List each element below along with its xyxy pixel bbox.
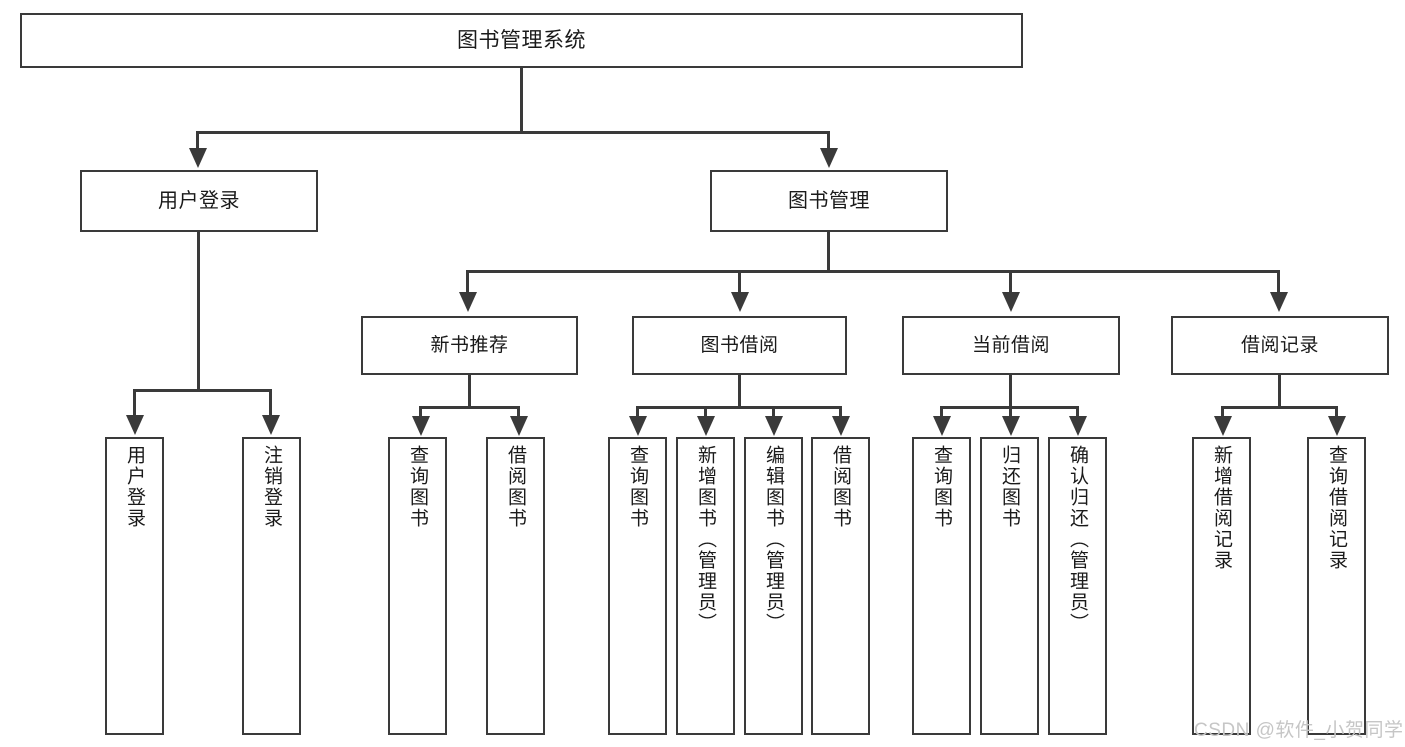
node-label: 注销登录 [261,445,282,529]
connector-root-drop-left [196,131,199,150]
connector-book-borrow-drop-1 [636,406,639,418]
arrow-to-leaf-logout [262,415,280,435]
connector-user-login-stem [197,232,200,392]
connector-level3-bus [466,270,1280,273]
leaf-return-book[interactable]: 归还图书 [980,437,1039,735]
arrow-to-leaf-add-book [697,416,715,436]
connector-root-drop-right [827,131,830,150]
connector-user-login-bus [133,389,269,392]
node-book-management[interactable]: 图书管理 [710,170,948,232]
node-label: 借阅图书 [505,445,526,529]
connector-borrow-record-drop-1 [1221,406,1224,418]
connector-book-borrow-stem [738,375,741,409]
node-label: 图书管理 [788,189,870,212]
arrow-to-leaf-edit-book [765,416,783,436]
leaf-borrow-book[interactable]: 借阅图书 [811,437,870,735]
connector-root-stem [520,68,523,131]
connector-book-borrow-drop-2 [704,406,707,418]
node-label: 用户登录 [124,445,145,529]
arrow-to-book-management [820,148,838,168]
connector-book-borrow-drop-3 [772,406,775,418]
arrow-to-leaf-query-record [1328,416,1346,436]
leaf-add-book-admin[interactable]: 新增图书（管理员） [676,437,735,735]
node-label: 新增借阅记录 [1211,445,1232,571]
node-user-login[interactable]: 用户登录 [80,170,318,232]
arrow-to-leaf-query-book-2 [629,416,647,436]
connector-new-book-drop-2 [517,406,520,418]
connector-new-book-bus [419,406,520,409]
node-label: 查询图书 [931,445,952,529]
leaf-query-book-borrow[interactable]: 查询图书 [608,437,667,735]
arrow-to-user-login [189,148,207,168]
connector-borrow-record-drop-2 [1335,406,1338,418]
connector-book-management-stem [827,232,830,272]
node-label: 当前借阅 [971,334,1050,356]
node-label: 图书借阅 [700,334,779,356]
connector-level3-drop-3 [1009,270,1012,294]
node-root-book-management-system[interactable]: 图书管理系统 [20,13,1023,68]
leaf-add-borrow-record[interactable]: 新增借阅记录 [1192,437,1251,735]
node-label: 用户登录 [158,189,240,212]
node-label: 图书管理系统 [457,28,586,52]
leaf-edit-book-admin[interactable]: 编辑图书（管理员） [744,437,803,735]
leaf-query-book-recommend[interactable]: 查询图书 [388,437,447,735]
leaf-query-borrow-record[interactable]: 查询借阅记录 [1307,437,1366,735]
node-label: 查询图书 [407,445,428,529]
connector-current-borrow-drop-1 [940,406,943,418]
connector-borrow-record-bus [1221,406,1338,409]
arrow-to-new-book-recommend [459,292,477,312]
connector-book-borrow-bus [636,406,841,409]
connector-user-login-drop-1 [133,389,136,417]
watermark: CSDN @软件_小贺同学 [1194,720,1404,741]
connector-book-borrow-drop-4 [839,406,842,418]
arrow-to-leaf-return-book [1002,416,1020,436]
connector-borrow-record-stem [1278,375,1281,409]
node-current-borrow[interactable]: 当前借阅 [902,316,1120,375]
arrow-to-leaf-add-record [1214,416,1232,436]
node-label: 新增图书（管理员） [695,445,716,634]
arrow-to-leaf-query-book-3 [933,416,951,436]
connector-user-login-drop-2 [269,389,272,417]
node-label: 查询图书 [627,445,648,529]
connector-root-bus [196,131,830,134]
connector-level3-drop-4 [1277,270,1280,294]
node-label: 归还图书 [999,445,1020,529]
node-label: 借阅记录 [1240,334,1319,356]
connector-current-borrow-stem [1009,375,1012,409]
connector-current-borrow-drop-3 [1076,406,1079,418]
connector-current-borrow-drop-2 [1009,406,1012,418]
node-label: 编辑图书（管理员） [763,445,784,634]
leaf-confirm-return-admin[interactable]: 确认归还（管理员） [1048,437,1107,735]
arrow-to-borrow-record [1270,292,1288,312]
leaf-logout[interactable]: 注销登录 [242,437,301,735]
node-label: 确认归还（管理员） [1067,445,1088,634]
arrow-to-current-borrow [1002,292,1020,312]
node-label: 借阅图书 [830,445,851,529]
connector-level3-drop-2 [738,270,741,294]
leaf-user-login[interactable]: 用户登录 [105,437,164,735]
connector-new-book-drop-1 [419,406,422,418]
node-label: 查询借阅记录 [1326,445,1347,571]
arrow-to-leaf-confirm-return [1069,416,1087,436]
connector-level3-drop-1 [466,270,469,294]
leaf-query-book-current[interactable]: 查询图书 [912,437,971,735]
node-new-book-recommend[interactable]: 新书推荐 [361,316,578,375]
arrow-to-leaf-borrow-book-2 [832,416,850,436]
leaf-borrow-book-recommend[interactable]: 借阅图书 [486,437,545,735]
node-borrow-record[interactable]: 借阅记录 [1171,316,1389,375]
arrow-to-book-borrow [731,292,749,312]
node-book-borrow[interactable]: 图书借阅 [632,316,847,375]
arrow-to-leaf-user-login [126,415,144,435]
arrow-to-leaf-query-book-1 [412,416,430,436]
arrow-to-leaf-borrow-book-1 [510,416,528,436]
connector-new-book-stem [468,375,471,409]
node-label: 新书推荐 [430,334,509,356]
